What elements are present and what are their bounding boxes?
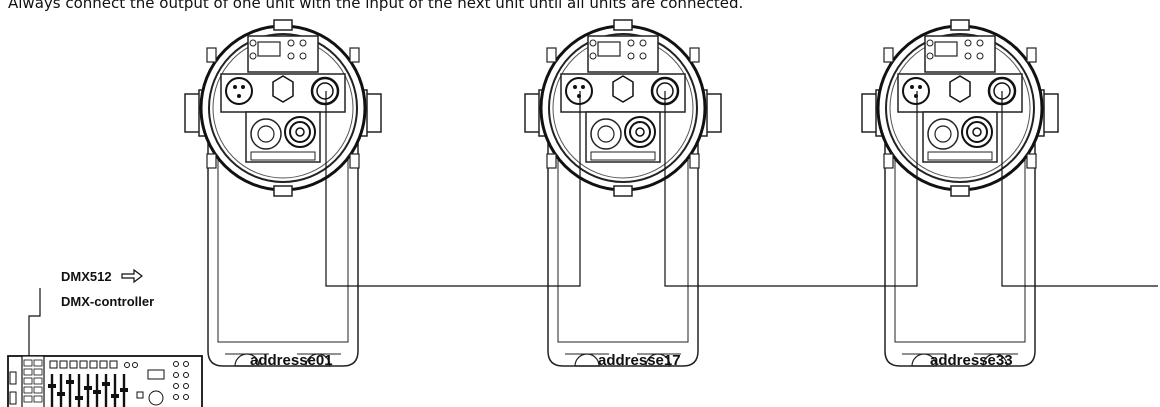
unit-address-label: addresse01 (250, 352, 333, 369)
dmx-cable-1-2 (325, 91, 581, 287)
dmx-cable-2-3 (664, 91, 918, 287)
dmx-cable-out (1001, 91, 1158, 287)
dmx-controller-device (7, 355, 203, 407)
unit-address-label: addresse33 (930, 352, 1013, 369)
fixture-unit-2 (523, 18, 723, 368)
dmx-cable-controller (28, 288, 41, 360)
fixture-unit-1 (183, 18, 383, 368)
signal-arrow-icon (121, 268, 143, 284)
dmx512-signal-label: DMX512 (61, 269, 112, 284)
fixture-unit-3 (860, 18, 1060, 368)
dmx-controller-label: DMX-controller (61, 294, 155, 309)
unit-address-label: addresse17 (598, 352, 681, 369)
instruction-caption: Always connect the output of one unit wi… (8, 0, 744, 12)
